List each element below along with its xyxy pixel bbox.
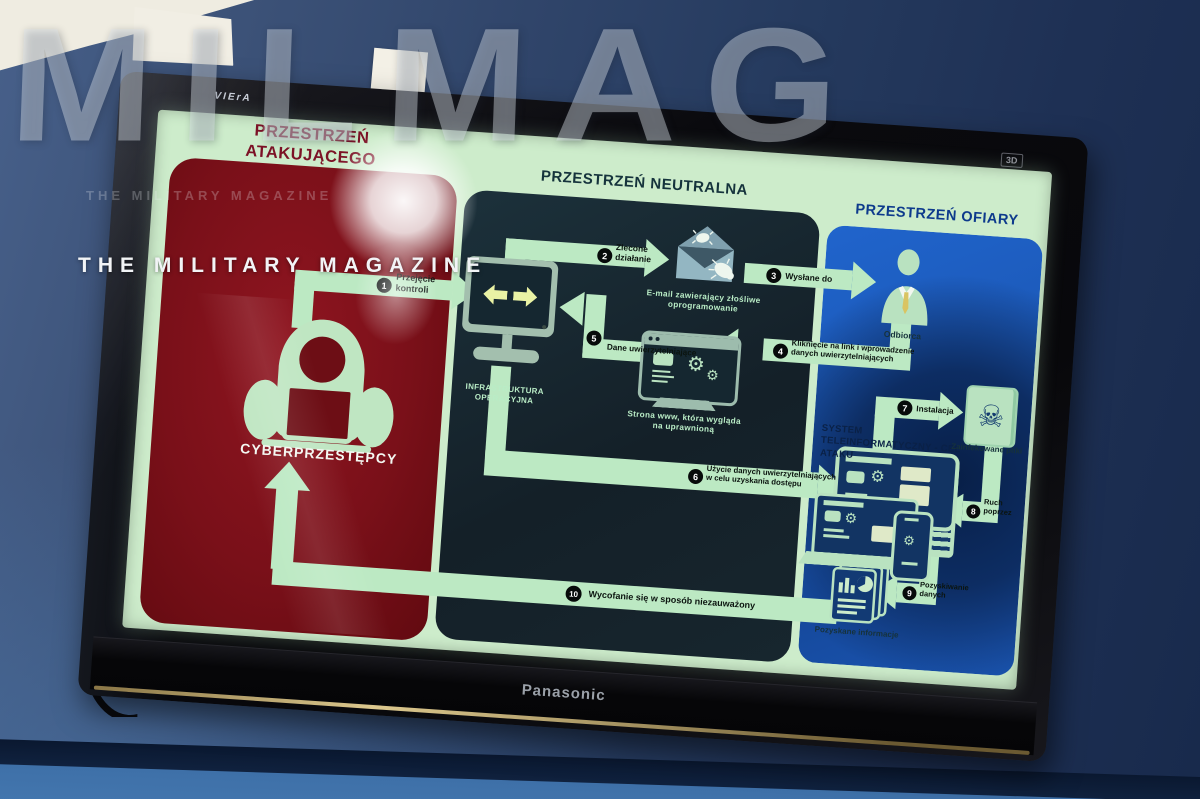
content-bar (823, 534, 850, 539)
skull-crossbones-icon: ☠ (976, 399, 1006, 434)
content-bar (823, 528, 844, 533)
3d-badge: 3D (1000, 152, 1023, 169)
right-arrow-icon (513, 286, 538, 308)
arrow10-head (264, 460, 313, 492)
hacker-hooded-figure-icon (243, 319, 394, 454)
browser-dot (655, 336, 660, 342)
content-bar (901, 561, 918, 566)
speech-bubble-icon (824, 510, 842, 523)
laptop-topbar (823, 499, 864, 508)
gear-icon: ⚙ (902, 532, 916, 549)
panasonic-tv: VIErA 3D PRZESTRZEŃ ATAKUJĄCEGO PRZESTRZ… (77, 70, 1089, 763)
milmag-tagline-faint: THE MILITARY MAGAZINE (86, 188, 333, 203)
phone-topbar (904, 517, 919, 522)
recipient-person-icon (881, 249, 928, 326)
gear-icon: ⚙ (705, 366, 720, 384)
speech-bubble-icon (846, 470, 865, 484)
step2-label: Zlecone działanie (614, 241, 652, 265)
gear-icon: ⚙ (869, 468, 886, 487)
arrow5-head (558, 290, 585, 326)
harvested-documents-icon (829, 559, 890, 624)
text-line (651, 374, 675, 379)
milmag-tagline: THE MILITARY MAGAZINE (78, 254, 488, 277)
text-line (651, 379, 668, 383)
milmag-watermark-logo: MILMAG (7, 0, 868, 176)
infected-files-icon: ☠ (962, 384, 1020, 449)
smartphone-icon: ⚙ (889, 509, 935, 583)
tv-screen: PRZESTRZEŃ ATAKUJĄCEGO PRZESTRZEŃ NEUTRA… (122, 109, 1053, 690)
content-block (900, 466, 932, 483)
step8-label: Ruch poprzez (983, 497, 1013, 517)
browser-dot (648, 336, 653, 341)
monitor-base (472, 346, 540, 364)
fake-website-browser-icon: ⚙ ⚙ (637, 329, 742, 407)
gear-icon: ⚙ (844, 509, 858, 527)
text-line (652, 369, 671, 373)
malicious-email-icon (675, 226, 734, 283)
left-arrow-icon (483, 284, 508, 306)
